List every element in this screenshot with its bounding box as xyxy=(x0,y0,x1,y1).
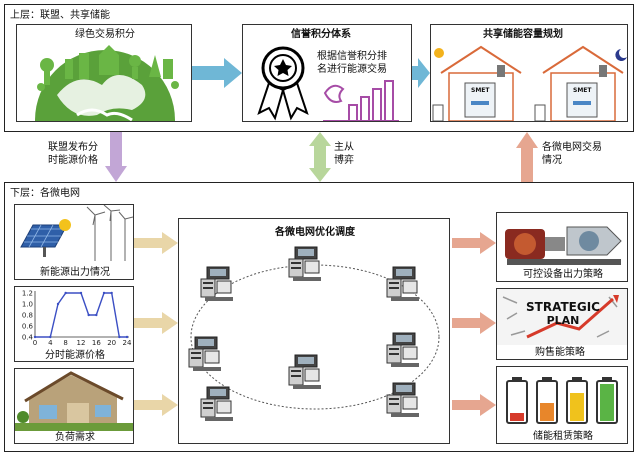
arrow-mid-text-2: 博弈 xyxy=(334,155,354,166)
price-box: 0.4 0.6 0.8 1.0 1.2 0 4 8 12 16 20 24 分时能源价格 xyxy=(14,286,134,362)
storage-brand-1: SMET xyxy=(471,87,490,94)
price-point xyxy=(79,291,83,295)
price-ytick-label: 0.8 xyxy=(22,312,33,320)
price-point xyxy=(87,313,90,317)
server-icon xyxy=(200,266,233,301)
solar-wind-icon xyxy=(20,205,133,261)
arrow-load-to-center xyxy=(134,394,178,416)
server-icon xyxy=(288,354,321,389)
arrow-right-text-2: 情况 xyxy=(542,155,562,166)
arrow-trading-up xyxy=(516,132,538,182)
arrow-price-to-center xyxy=(134,312,178,334)
price-point xyxy=(95,313,98,317)
price-xtick-label: 20 xyxy=(107,339,116,347)
arrow-renewable-to-center xyxy=(134,232,178,254)
credit-system-desc-2: 名进行能源交易 xyxy=(317,64,387,75)
battery-levels-icon xyxy=(506,377,618,424)
price-xtick-label: 12 xyxy=(77,339,86,347)
price-xtick-label: 8 xyxy=(63,339,67,347)
strategic-plan-icon xyxy=(497,289,627,345)
arrow-center-to-controllable xyxy=(452,232,496,254)
controllable-box: 可控设备出力策略 xyxy=(496,212,628,282)
arrow-alliance-price-down xyxy=(105,132,127,182)
price-point xyxy=(49,335,52,339)
arrow-green-to-credit xyxy=(192,58,242,88)
price-ytick-label: 0.6 xyxy=(22,323,34,331)
server-icon xyxy=(386,332,419,367)
price-chart: 0.4 0.6 0.8 1.0 1.2 0 4 8 12 16 20 24 xyxy=(22,290,132,348)
credit-system-desc-1: 根据信誉积分排 xyxy=(317,51,387,62)
price-point xyxy=(125,335,129,339)
server-icon xyxy=(200,386,233,421)
green-trading-box: 绿色交易积分 xyxy=(16,24,192,122)
price-ytick-label: 1.0 xyxy=(22,301,33,309)
price-point xyxy=(118,335,121,339)
arrow-mid-text-1: 主从 xyxy=(334,142,354,153)
price-ytick-label: 0.4 xyxy=(22,334,34,342)
award-ribbon-icon xyxy=(257,46,309,121)
arrow-left-text-1: 联盟发布分 xyxy=(48,142,98,153)
turbine-machine-icon xyxy=(505,226,622,265)
arrow-center-to-lease xyxy=(452,394,496,416)
green-trading-label: 绿色交易积分 xyxy=(75,29,135,40)
price-series-line xyxy=(35,292,127,338)
price-xtick-label: 16 xyxy=(92,339,101,347)
renewable-box: 新能源出力情况 xyxy=(14,204,134,280)
arrow-master-slave-game xyxy=(309,132,331,182)
controllable-label: 可控设备出力策略 xyxy=(523,269,603,280)
server-icon xyxy=(386,266,419,301)
renewable-label: 新能源出力情况 xyxy=(40,267,110,278)
microgrid-network xyxy=(188,246,440,421)
credit-system-box: 信誉积分体系 根据信誉积分排 名进行能源交易 xyxy=(242,24,412,122)
shared-storage-title: 共享储能容量规划 xyxy=(483,29,563,40)
storage-brand-2: SMET xyxy=(573,87,592,94)
credit-system-title: 信誉积分体系 xyxy=(291,29,351,40)
load-label: 负荷需求 xyxy=(55,432,95,443)
price-ytick-label: 1.2 xyxy=(22,290,33,298)
strategy-box: STRATEGIC PLAN 购售能策略 xyxy=(496,288,628,360)
load-box: 负荷需求 xyxy=(14,368,134,444)
price-xtick-label: 0 xyxy=(33,339,37,347)
strategy-label: 购售能策略 xyxy=(535,347,585,358)
storage-lease-label: 储能租赁策略 xyxy=(533,431,593,442)
server-icon xyxy=(188,336,221,371)
storage-house-icons xyxy=(432,45,627,121)
server-icon xyxy=(288,246,321,281)
strategy-line-1: STRATEGIC xyxy=(526,300,600,314)
arrow-left-text-2: 时能源价格 xyxy=(48,155,98,166)
house-load-icon xyxy=(15,371,133,431)
price-point xyxy=(56,302,60,306)
arrow-credit-to-storage xyxy=(412,58,430,88)
strategy-line-2: PLAN xyxy=(546,314,580,327)
ranking-bars-icon xyxy=(323,80,399,121)
lower-layer-title: 下层：各微电网 xyxy=(10,188,80,199)
upper-layer-title: 上层：联盟、共享储能 xyxy=(10,10,110,21)
price-point xyxy=(102,291,106,295)
storage-lease-box: 储能租赁策略 xyxy=(496,366,628,444)
server-icon xyxy=(386,382,419,417)
green-earth-icon xyxy=(35,45,179,121)
arrow-center-to-strategy xyxy=(452,312,496,334)
price-label: 分时能源价格 xyxy=(45,350,105,361)
price-xtick-label: 4 xyxy=(48,339,53,347)
shared-storage-box: 共享储能容量规划 SMET SMET xyxy=(430,24,628,122)
price-point xyxy=(64,291,67,295)
price-point xyxy=(33,335,37,339)
price-point xyxy=(110,291,113,295)
center-dispatch-box: 各微电网优化调度 xyxy=(178,218,450,444)
center-dispatch-title: 各微电网优化调度 xyxy=(275,227,355,238)
arrow-right-text-1: 各微电网交易 xyxy=(542,142,602,153)
price-xtick-label: 24 xyxy=(123,339,132,347)
